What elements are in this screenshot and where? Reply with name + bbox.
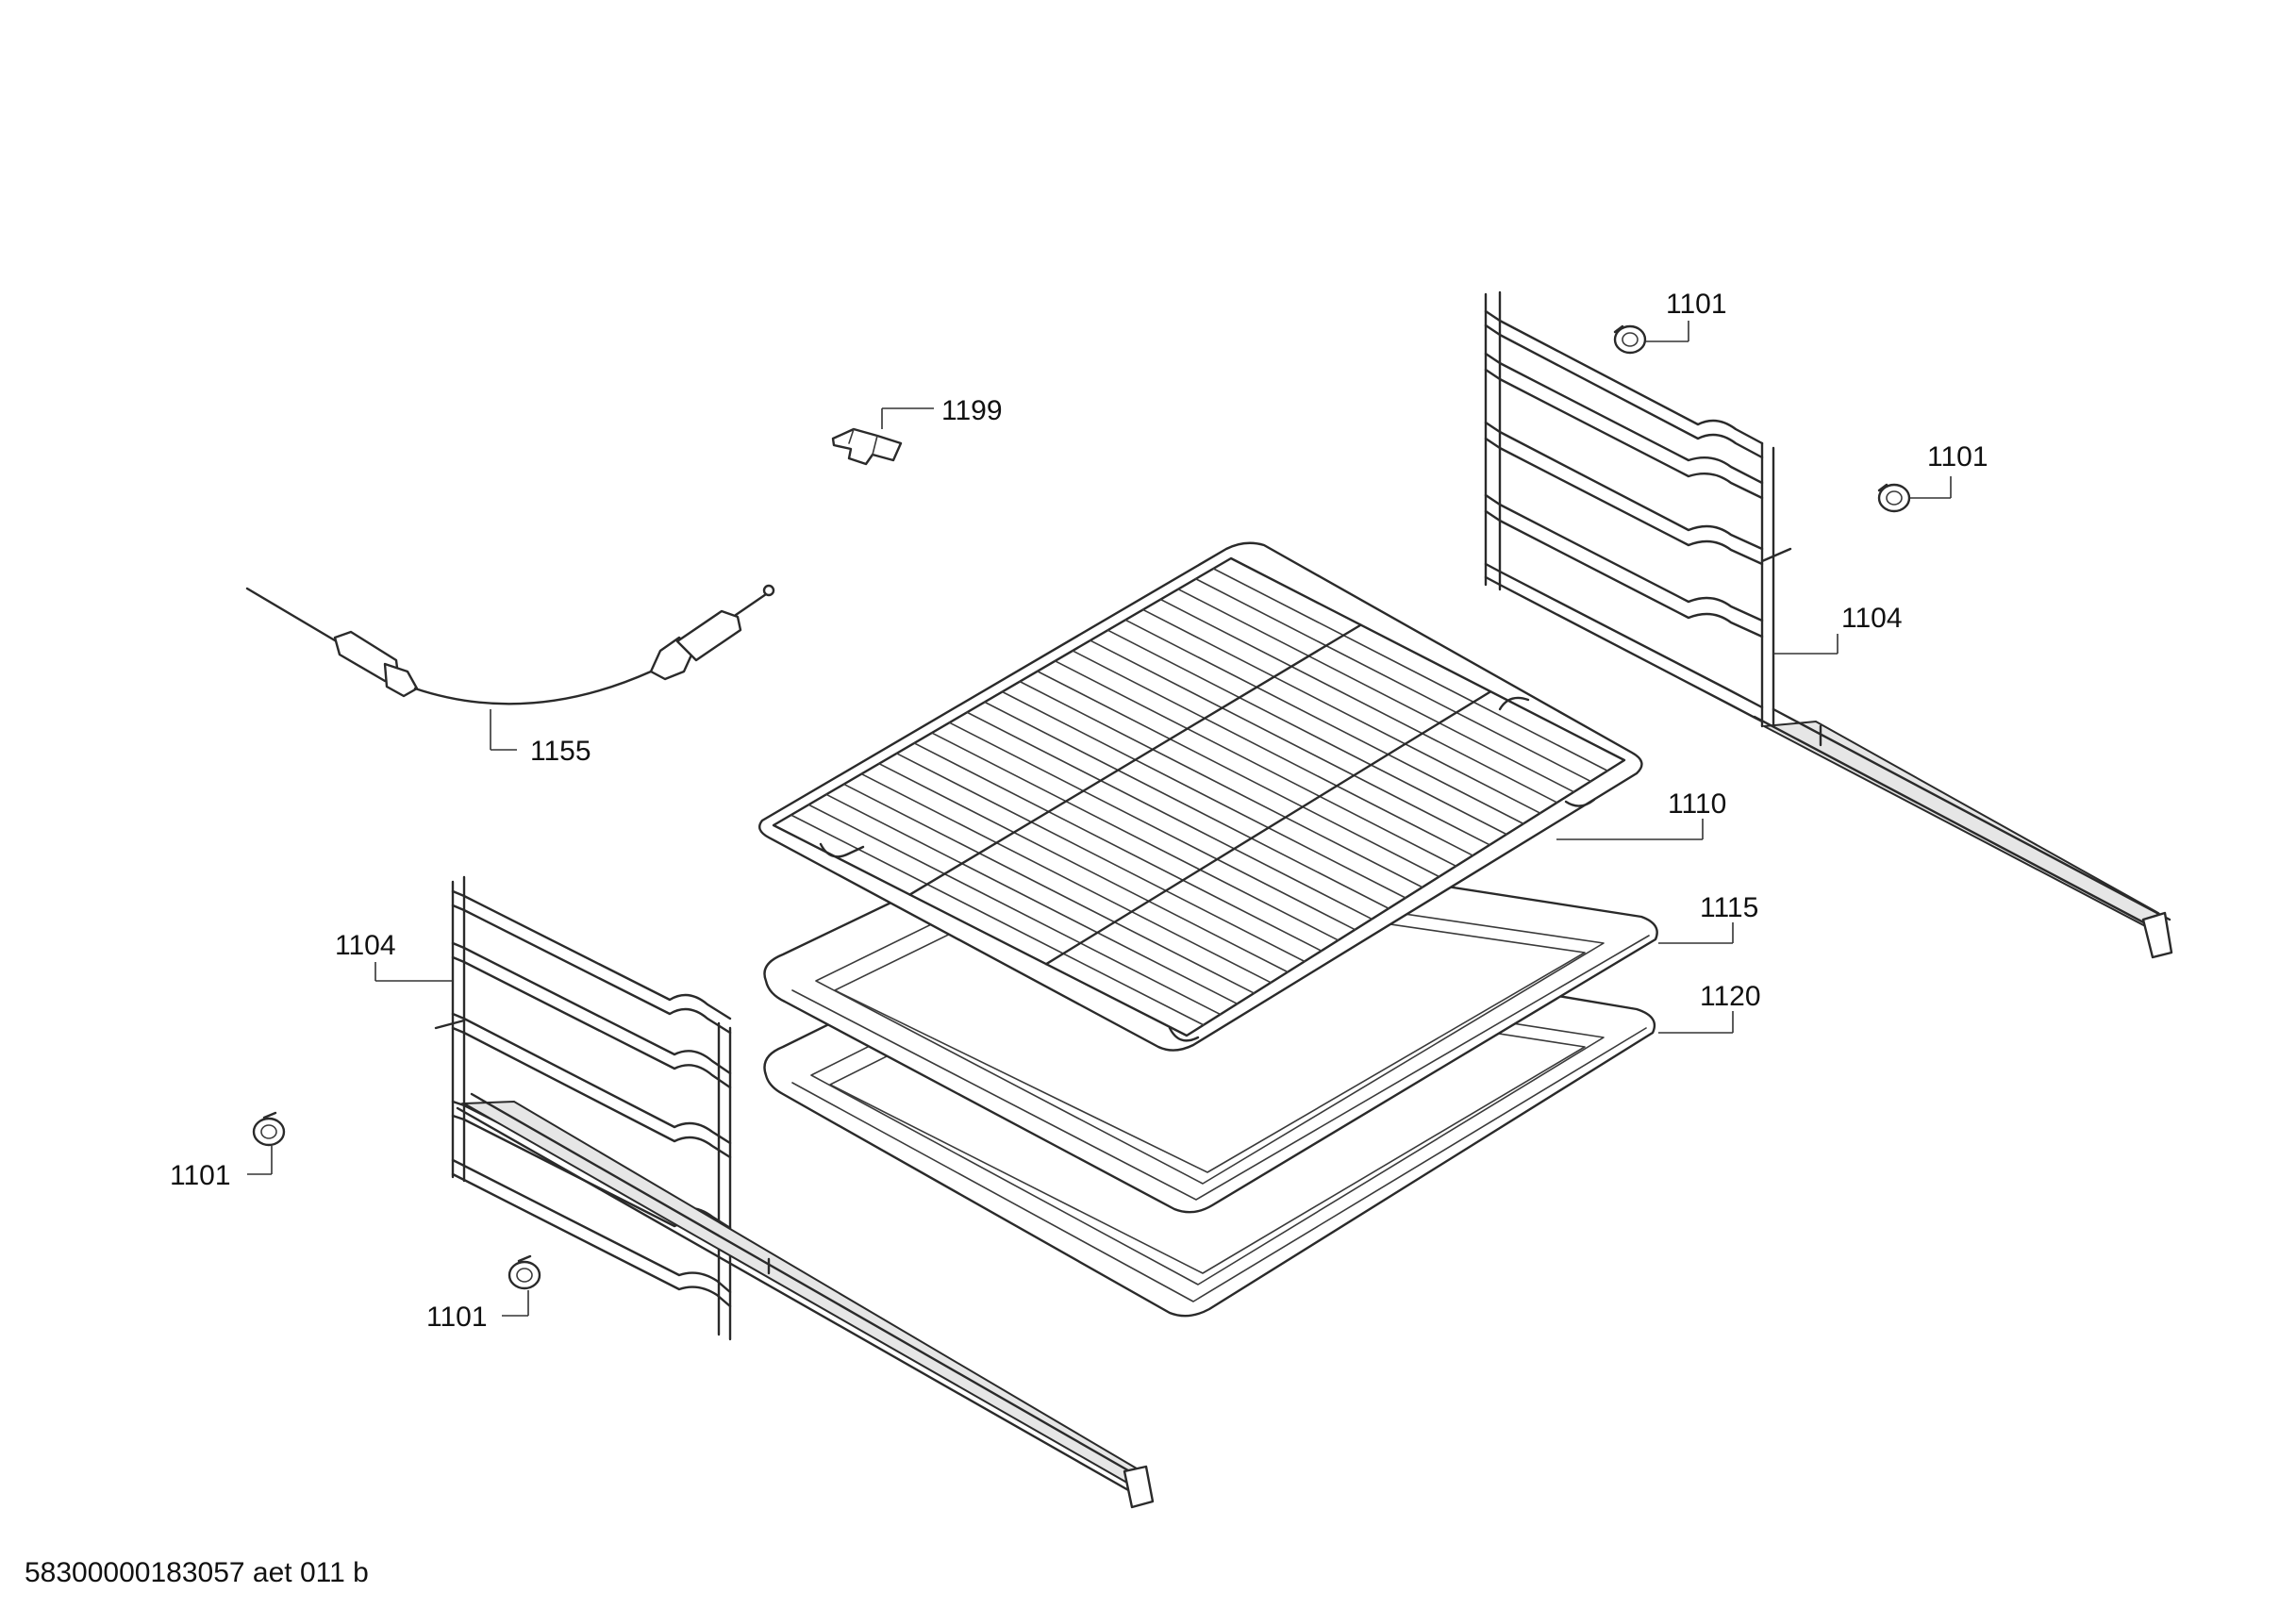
shelf-cross-bar xyxy=(1044,690,1492,966)
shelf-wire xyxy=(790,814,1205,1026)
shelf-wire xyxy=(1124,619,1524,825)
shelf-wire xyxy=(931,732,1339,941)
shelf-wire xyxy=(1194,577,1592,783)
shelf-wire xyxy=(878,762,1289,973)
shelf-wire xyxy=(1106,629,1507,836)
shelf-wire xyxy=(984,701,1389,910)
shelf-wire xyxy=(1019,680,1423,888)
callout-1101-left: 1101 xyxy=(170,1160,231,1191)
part-1110-wire-shelf xyxy=(758,541,1643,1052)
shelf-wire xyxy=(842,783,1256,994)
shelf-wire xyxy=(807,804,1222,1016)
part-1104-right-shelf-support xyxy=(1484,290,2173,959)
part-1104-left-shelf-support xyxy=(374,875,1155,1509)
callout-1104-left: 1104 xyxy=(335,930,396,961)
callout-1101-right: 1101 xyxy=(1927,441,1988,473)
leader-lines xyxy=(1556,819,1734,1034)
shelf-wire xyxy=(1177,588,1575,793)
shelf-wire xyxy=(860,772,1273,984)
shelf-wire xyxy=(895,753,1306,963)
shelf-wires xyxy=(790,568,1608,1026)
callout-1101-bottom: 1101 xyxy=(426,1302,488,1333)
shelf-wire xyxy=(1212,568,1608,772)
shelf-wire xyxy=(948,722,1356,931)
callout-1101-top: 1101 xyxy=(1666,289,1727,320)
callout-1155: 1155 xyxy=(530,736,591,767)
part-1101-fastener-left xyxy=(247,1111,286,1175)
part-1101-fastener-right xyxy=(1877,476,1952,513)
shelf-wire xyxy=(1072,650,1474,856)
shelf-cross-bar xyxy=(908,623,1362,896)
shelf-wire xyxy=(1054,660,1457,868)
callout-1115: 1115 xyxy=(1700,892,1758,923)
shelf-wire xyxy=(913,742,1323,952)
shelf-wire xyxy=(1037,670,1440,878)
callout-1104-right: 1104 xyxy=(1841,603,1903,634)
shelf-wire xyxy=(825,793,1239,1005)
part-1155-meat-probe xyxy=(245,584,775,751)
part-1101-fastener-bottom xyxy=(502,1254,541,1317)
document-code: 58300000183057 aet 011 b xyxy=(25,1557,369,1588)
part-1199-clip xyxy=(831,407,934,466)
part-1101-fastener-top xyxy=(1613,321,1689,355)
shelf-wire xyxy=(966,711,1373,921)
shelf-wire xyxy=(1089,639,1491,846)
callout-1120: 1120 xyxy=(1700,981,1761,1012)
callout-1199: 1199 xyxy=(941,395,1003,426)
shelf-wire xyxy=(1159,598,1558,804)
callout-1110: 1110 xyxy=(1668,788,1726,820)
shelf-wire xyxy=(1141,608,1541,814)
shelf-wire xyxy=(1001,690,1406,899)
